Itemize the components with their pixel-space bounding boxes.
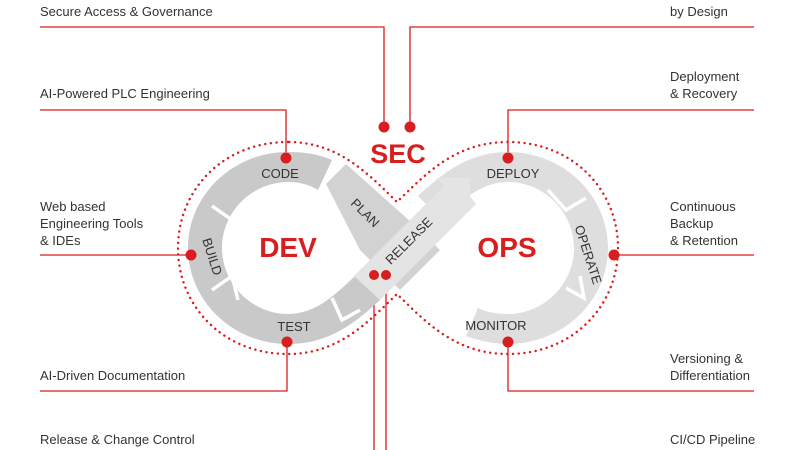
stage-deploy: DEPLOY [487,166,540,181]
dot-release-right [381,270,391,280]
dot-operate [608,249,620,261]
callout-deployment-recovery: Deployment & Recovery [670,69,740,101]
callout-secure-access: Secure Access & Governance [40,4,213,19]
dot-deploy [502,152,514,164]
dot-sec-left [378,121,390,133]
dot-sec-right [404,121,416,133]
line-versioning [507,342,754,392]
dev-label: DEV [259,232,317,263]
dot-code [280,152,292,164]
line-secure-access [40,26,385,127]
stage-code: CODE [261,166,299,181]
callout-by-design: by Design [670,4,728,19]
callout-lines [40,26,754,450]
dot-monitor [502,336,514,348]
stage-test: TEST [277,319,310,334]
dotted-boundary [176,140,620,356]
line-ai-docs [40,342,288,392]
dot-test [281,336,293,348]
dot-build [185,249,197,261]
callout-web-ide: Web based Engineering Tools & IDEs [40,199,144,248]
sec-label: SEC [370,139,426,169]
ops-label: OPS [477,232,536,263]
dot-release-left [369,270,379,280]
callout-continuous-backup: Continuous Backup & Retention [670,199,738,248]
stage-monitor: MONITOR [465,318,526,333]
line-by-design [409,26,754,127]
connector-dots [185,121,620,348]
callout-release-change: Release & Change Control [40,432,195,447]
ops-loop [418,152,608,344]
line-ai-plc [40,109,287,158]
ops-loop-band [418,152,608,344]
callout-cicd-pipeline: CI/CD Pipeline [670,432,756,447]
callout-ai-documentation: AI-Driven Documentation [40,368,186,383]
callout-ai-plc-engineering: AI-Powered PLC Engineering [40,86,210,101]
line-deployment [507,109,754,158]
dev-loop [188,152,380,344]
callout-versioning: Versioning & Differentiation [670,351,750,383]
